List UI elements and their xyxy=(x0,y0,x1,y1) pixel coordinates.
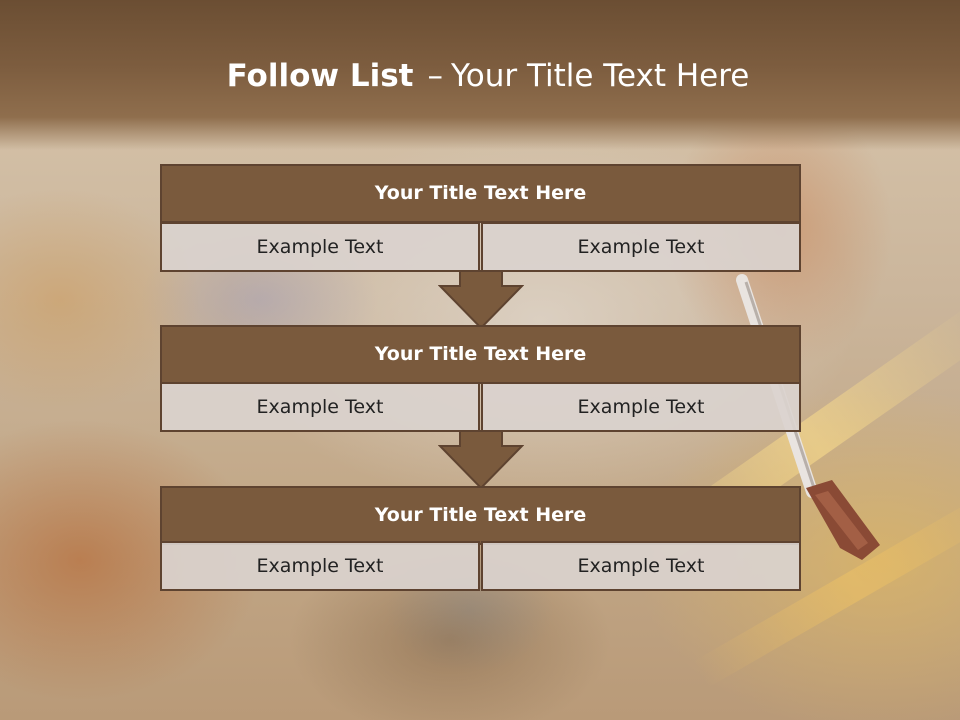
block-cell-right: Example Text xyxy=(481,382,801,432)
block-title: Your Title Text Here xyxy=(160,164,801,223)
slide-title-separator: – xyxy=(427,58,443,94)
block-title: Your Title Text Here xyxy=(160,486,801,545)
block-cell-right: Example Text xyxy=(481,541,801,591)
slide-title-bold: Follow List xyxy=(226,58,414,94)
slide-title-rest: Your Title Text Here xyxy=(450,58,750,94)
block-title: Your Title Text Here xyxy=(160,325,801,384)
block-cell-left: Example Text xyxy=(160,222,480,272)
block-cell-left: Example Text xyxy=(160,541,480,591)
slide-title: Follow List–Your Title Text Here xyxy=(0,54,960,98)
block-cell-right: Example Text xyxy=(481,222,801,272)
down-arrow-icon xyxy=(438,270,524,330)
header-band xyxy=(0,0,960,150)
block-cell-left: Example Text xyxy=(160,382,480,432)
down-arrow-icon xyxy=(438,430,524,490)
